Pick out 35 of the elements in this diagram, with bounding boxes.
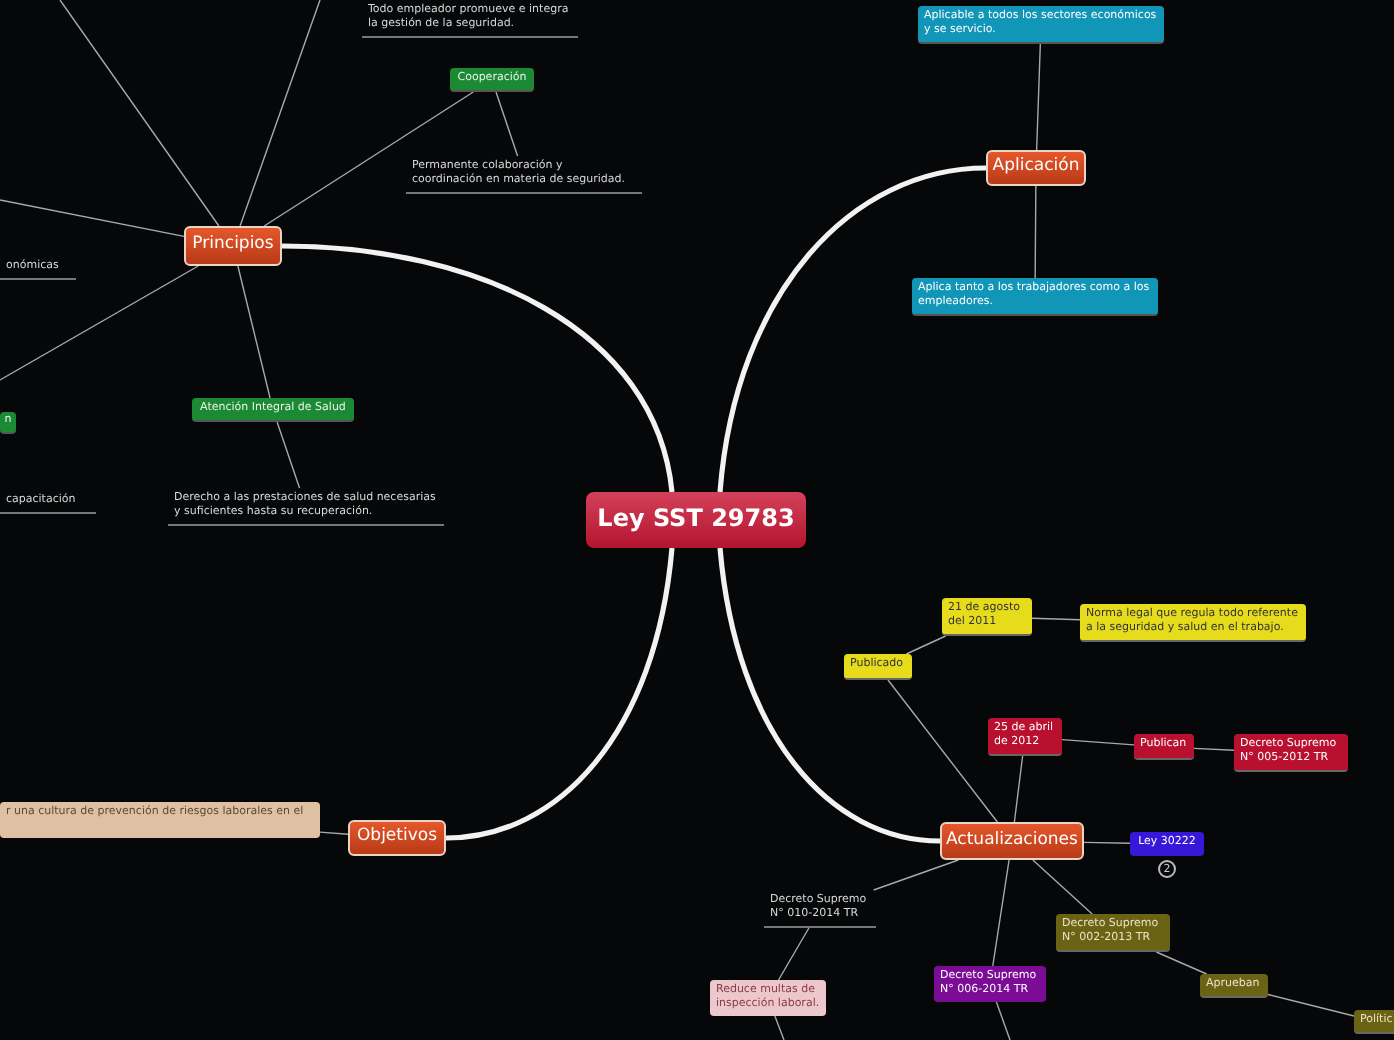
connector-line [495, 91, 519, 157]
connector-line [1034, 185, 1037, 279]
connector-line [995, 1001, 1011, 1040]
connector-line [319, 831, 349, 835]
connector-line [872, 859, 960, 891]
connector-line [1267, 993, 1355, 1017]
connector-line [774, 1015, 785, 1040]
topic-box: Actualizaciones [940, 822, 1084, 860]
topic-box: Objetivos [348, 820, 446, 856]
connector-line [1155, 951, 1208, 975]
connector-line [1083, 841, 1131, 844]
connector-line [717, 165, 987, 493]
topic-box: Principios [184, 226, 282, 266]
connector-line [0, 199, 185, 238]
connector-line [237, 265, 271, 399]
connector-line [445, 547, 675, 841]
connector-line [1061, 738, 1135, 746]
connector-line [239, 0, 321, 227]
connector-line [0, 265, 199, 381]
connector-line [263, 91, 474, 227]
connector-line [887, 679, 999, 823]
connector-line [59, 0, 220, 227]
connector-line [992, 859, 1010, 967]
connector-line [276, 421, 301, 489]
connector-line [905, 635, 947, 655]
connector-line [1032, 859, 1093, 915]
connector-line [1031, 617, 1081, 621]
connector-line [717, 547, 941, 844]
central-topic: Ley SST 29783 [586, 492, 806, 548]
topic-box: Aplicación [986, 150, 1086, 186]
connector-line [1013, 755, 1024, 823]
connector-line [1035, 43, 1042, 151]
connector-line [281, 243, 675, 493]
connector-line [777, 927, 810, 981]
connector-line [1193, 747, 1235, 751]
